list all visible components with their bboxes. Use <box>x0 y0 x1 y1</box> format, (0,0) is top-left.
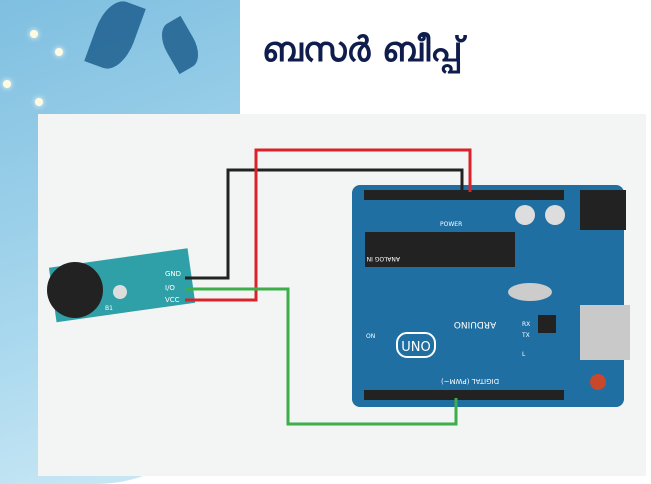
light-dot <box>35 98 43 106</box>
wire-signal <box>185 287 458 426</box>
on-label: ON <box>366 333 375 340</box>
buzzer-label: B1 <box>105 305 113 312</box>
light-dot <box>3 80 11 88</box>
crystal <box>508 283 552 301</box>
chip-small <box>538 315 556 333</box>
light-dot <box>30 30 38 38</box>
usb-port <box>580 305 630 360</box>
circuit-svg: UNO ARDUINO DIGITAL (PWM~) ANALOG IN POW… <box>47 148 630 426</box>
microcontroller-chip <box>365 232 515 267</box>
page-title: ബസർ ബീപ്പ് <box>262 30 463 70</box>
wire-vcc <box>185 148 472 302</box>
leaf-decoration <box>154 15 206 75</box>
buzzer <box>47 262 103 318</box>
reset-button <box>590 374 606 390</box>
analog-label: ANALOG IN <box>367 255 400 262</box>
header-top <box>364 190 564 200</box>
arduino-brand: ARDUINO <box>454 319 496 329</box>
l-label: L <box>522 351 526 358</box>
leaf-decoration <box>84 0 146 75</box>
power-label: POWER <box>440 221 462 228</box>
screw-hole <box>113 285 127 299</box>
rx-label: RX <box>522 321 530 328</box>
wire-gnd <box>185 168 464 280</box>
uno-label: UNO <box>401 340 430 355</box>
digital-label: DIGITAL (PWM~) <box>441 377 499 385</box>
light-dot <box>55 48 63 56</box>
capacitor <box>545 205 565 225</box>
power-jack <box>580 190 626 230</box>
pin-vcc: VCC <box>165 296 180 304</box>
circuit-diagram: UNO ARDUINO DIGITAL (PWM~) ANALOG IN POW… <box>38 114 646 476</box>
pin-gnd: GND <box>165 270 181 278</box>
capacitor <box>515 205 535 225</box>
pin-io: I/O <box>165 284 175 292</box>
header-bottom <box>364 390 564 400</box>
tx-label: TX <box>521 332 530 339</box>
uno-badge <box>396 332 436 358</box>
